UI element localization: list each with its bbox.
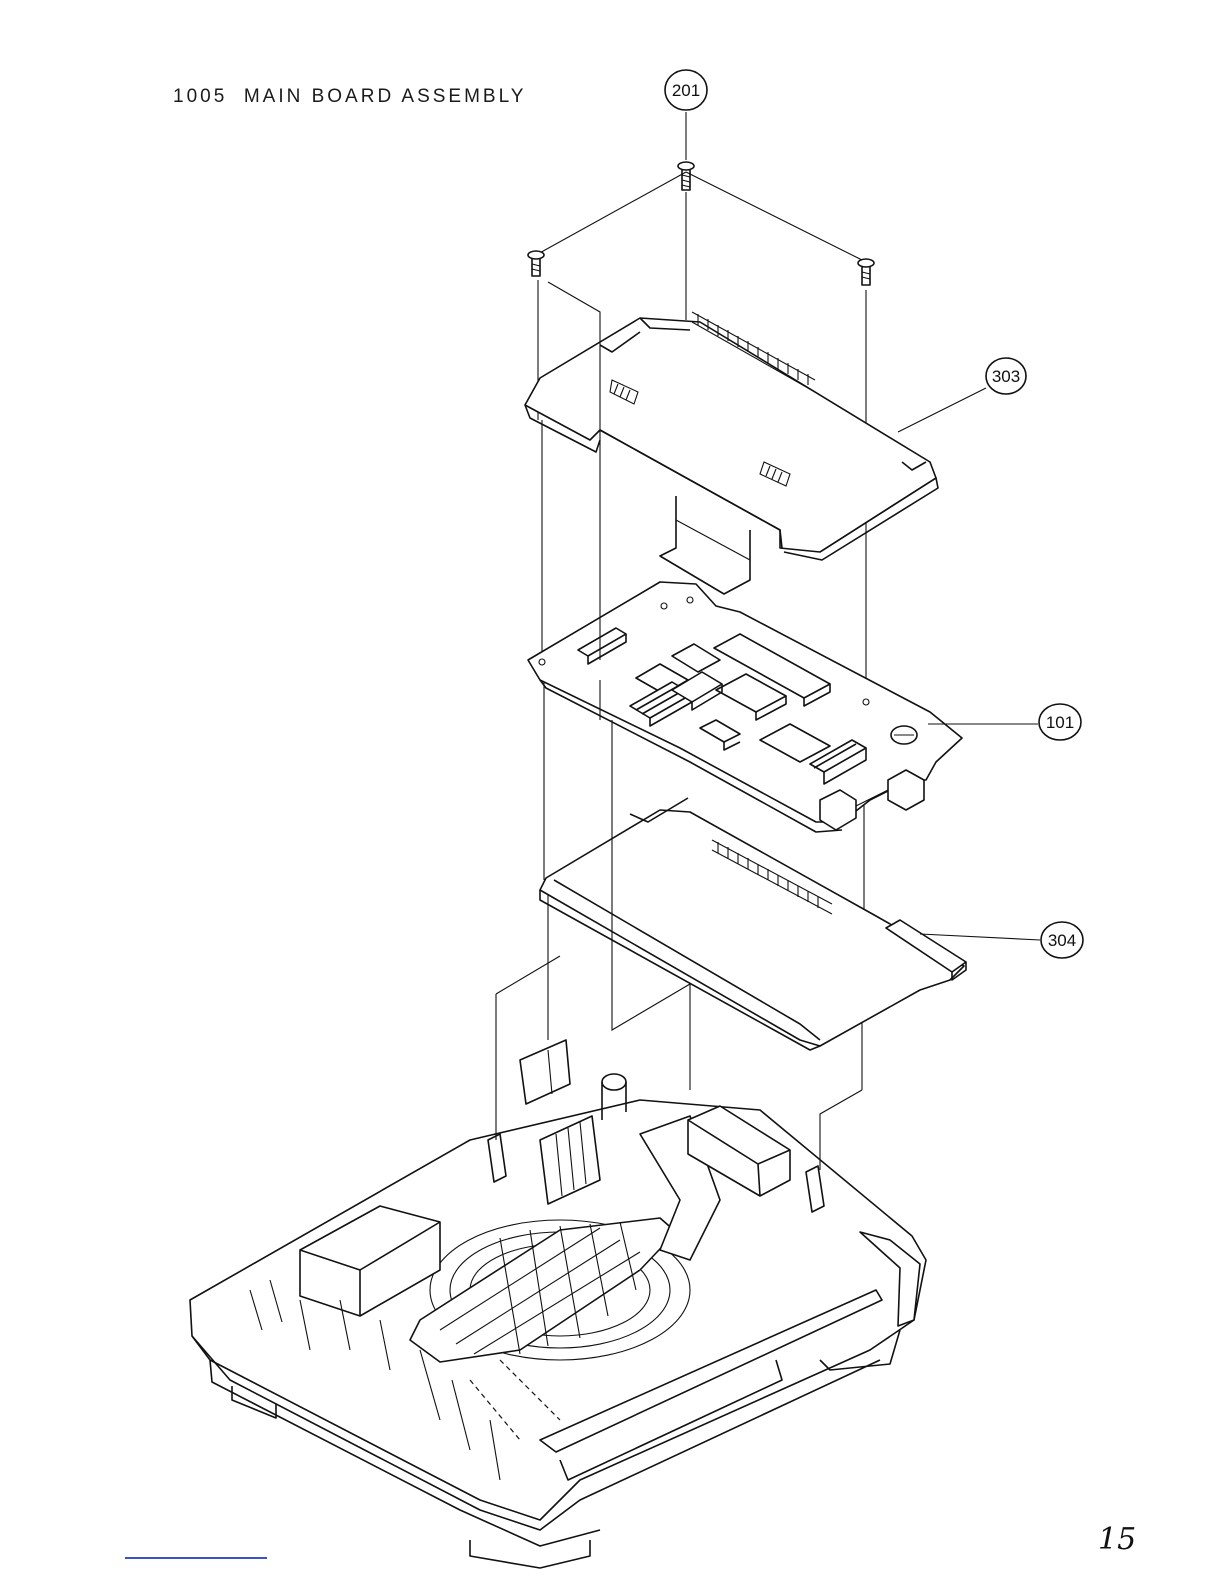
callout-201: 201 (665, 70, 707, 110)
screw-right (858, 259, 874, 285)
callout-304-label: 304 (1048, 931, 1076, 950)
callout-101-label: 101 (1046, 713, 1074, 732)
screw-center (678, 162, 694, 190)
callout-303: 303 (986, 358, 1026, 394)
screw-left (528, 251, 544, 276)
callout-304: 304 (1041, 922, 1083, 958)
callout-303-label: 303 (992, 367, 1020, 386)
main-board (528, 582, 962, 832)
top-shield (525, 312, 938, 560)
callout-201-label: 201 (672, 81, 700, 100)
bottom-shield (540, 798, 966, 1050)
screws-group (528, 112, 874, 285)
chassis (190, 1040, 926, 1568)
callout-101: 101 (1039, 704, 1081, 740)
